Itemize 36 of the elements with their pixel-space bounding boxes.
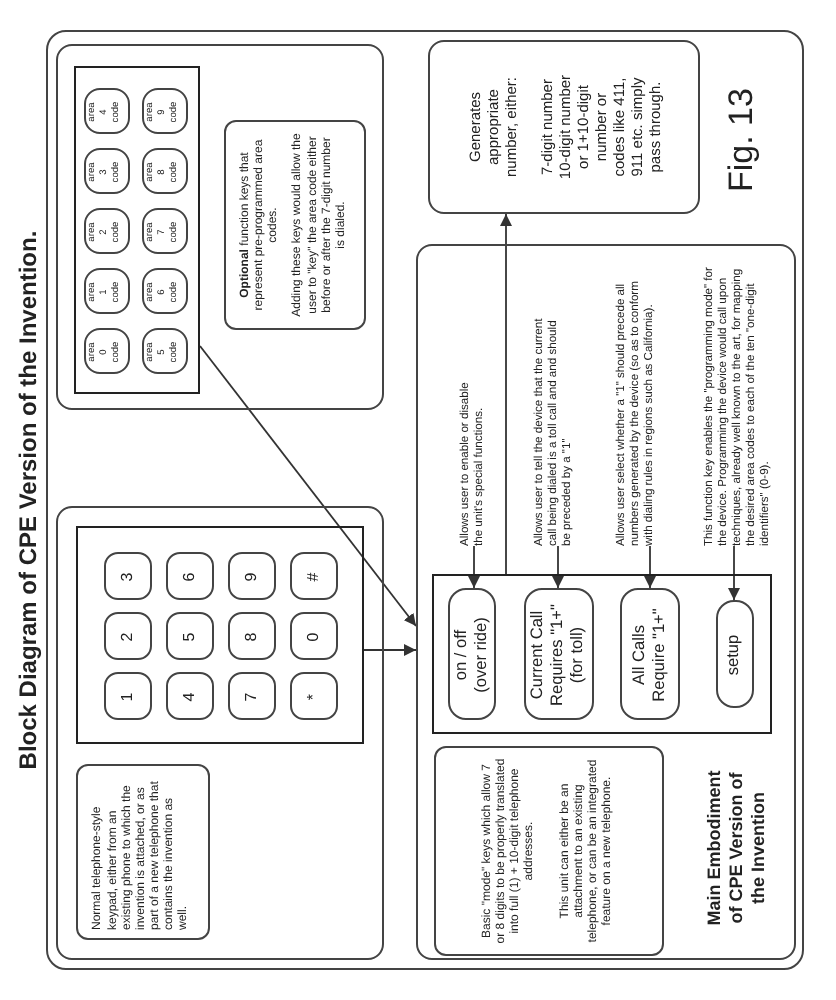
keypad-key: 9 bbox=[227, 553, 275, 601]
keypad-key: 7 bbox=[227, 673, 275, 721]
figure-number: Fig. 13 bbox=[724, 88, 762, 192]
function-key: setup bbox=[715, 601, 753, 709]
keypad-key: 4 bbox=[165, 673, 213, 721]
keypad-key: 3 bbox=[103, 553, 151, 601]
keypad-key: 2 bbox=[103, 613, 151, 661]
keypad-key: * bbox=[289, 673, 337, 721]
keypad-key: 6 bbox=[165, 553, 213, 601]
arrow bbox=[728, 545, 740, 601]
arrow bbox=[500, 213, 512, 575]
keypad bbox=[76, 526, 364, 744]
panel-heading: Main Embodiment of CPE Version of the Invention bbox=[704, 768, 769, 930]
output-box bbox=[428, 40, 700, 214]
arrow bbox=[199, 345, 417, 627]
function-key: All Calls Require "1+" bbox=[619, 589, 679, 721]
keypad-key: 8 bbox=[227, 613, 275, 661]
function-key: on / off (over ride) bbox=[447, 589, 495, 721]
panel bbox=[56, 44, 384, 410]
keypad-key: 5 bbox=[165, 613, 213, 661]
outer-frame bbox=[46, 30, 804, 970]
arrow bbox=[552, 545, 564, 589]
arrow bbox=[468, 545, 480, 589]
diagram-title: Block Diagram of CPE Version of the Invention. bbox=[14, 230, 42, 770]
panel bbox=[416, 244, 796, 960]
function-key: Current Call Requires "1+" (for toll) bbox=[523, 589, 593, 721]
note-box bbox=[224, 120, 366, 330]
arrow bbox=[644, 545, 656, 589]
arrow bbox=[363, 644, 417, 656]
keypad-key: 0 bbox=[289, 613, 337, 661]
function-key-panel bbox=[432, 574, 772, 734]
note-box bbox=[434, 746, 664, 956]
panel bbox=[56, 506, 384, 960]
keypad-key: 1 bbox=[103, 673, 151, 721]
keypad-key: # bbox=[289, 553, 337, 601]
area-code-keypad bbox=[74, 66, 200, 394]
